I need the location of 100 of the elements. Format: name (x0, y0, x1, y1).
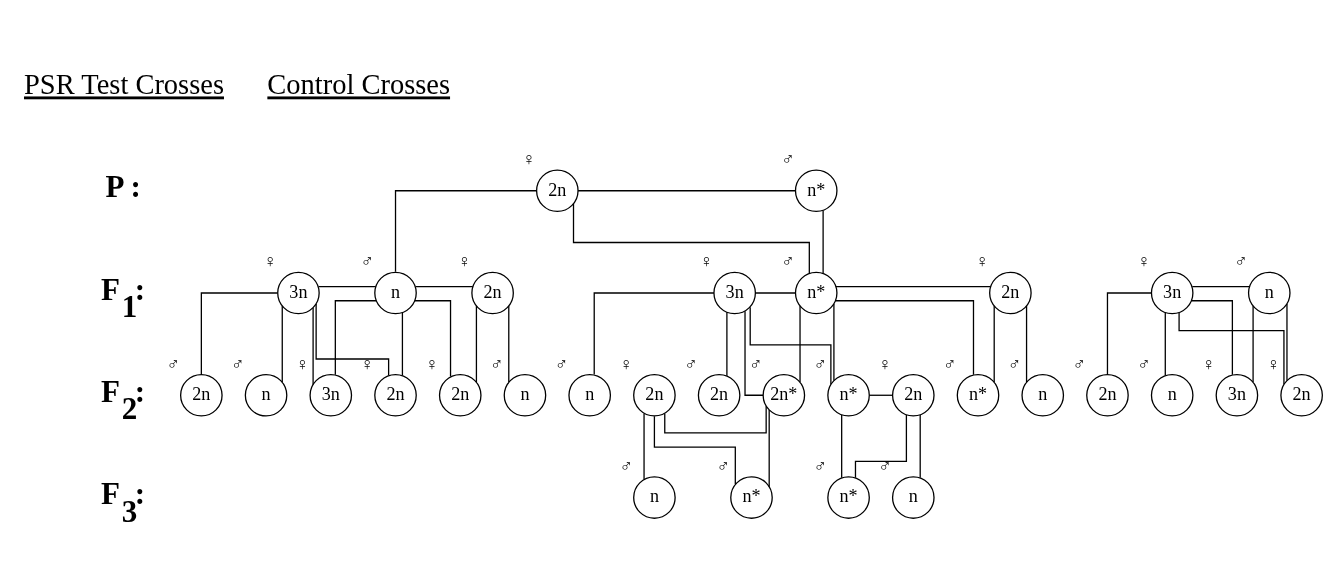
node-label: ♂ (231, 353, 245, 374)
connector (508, 304, 510, 383)
node-circle: 2n (989, 271, 1032, 314)
node-circle: n (374, 271, 417, 314)
connector (834, 299, 975, 375)
node-circle: 2n (180, 373, 223, 417)
connector (334, 299, 377, 375)
node-circle: n (1150, 373, 1194, 417)
node-circle: n (244, 373, 288, 417)
connector (200, 291, 279, 375)
node-label: ♂ (716, 455, 731, 476)
node-label: ♀ (1266, 353, 1281, 374)
connector (799, 304, 801, 383)
connector (749, 306, 832, 385)
node-circle: n* (794, 168, 838, 212)
node-label: ♂ (1137, 353, 1151, 374)
connector (317, 285, 377, 287)
node-label: ♀ (699, 250, 714, 271)
label: PSR Test Crosses (24, 68, 224, 100)
node-label: ♀ (360, 353, 375, 374)
connector (475, 304, 478, 383)
connector (744, 310, 764, 396)
node-label: ♂ (781, 148, 795, 169)
node-circle: 2n (633, 373, 676, 417)
connector (1164, 311, 1166, 376)
connector (1106, 291, 1152, 375)
connector (835, 285, 992, 287)
node-label: ♀ (975, 250, 990, 271)
node-label: ♂ (619, 455, 634, 476)
connector (919, 413, 921, 478)
connector (572, 202, 810, 274)
node-label: ♀ (457, 250, 472, 271)
node-circle: n (633, 475, 676, 519)
node-circle: n (1021, 373, 1065, 417)
node-circle: 3n (1215, 373, 1259, 417)
node-label: ♂ (748, 353, 763, 374)
connector (394, 189, 538, 272)
node-label: ♂ (781, 250, 795, 271)
node-circle: 2n (438, 373, 482, 417)
connector (854, 413, 908, 478)
node-circle: 2n* (762, 373, 806, 417)
node-label: ♀ (425, 353, 439, 374)
connector (401, 311, 404, 376)
node-label: ♂ (1234, 250, 1248, 271)
connector (822, 209, 824, 274)
label: Control Crosses (267, 68, 451, 100)
connector (768, 408, 770, 487)
connector (833, 302, 835, 381)
node-circle: 2n (891, 373, 935, 417)
node-label: ♂ (813, 455, 828, 476)
node-label: ♂ (878, 455, 892, 476)
node-circle: n (568, 373, 612, 417)
node-label: ♂ (490, 353, 504, 374)
connector (755, 291, 796, 294)
node-label: ♀ (263, 250, 278, 271)
connector (1191, 285, 1251, 287)
node-label: ♂ (684, 353, 698, 374)
node-circle: 2n (374, 373, 417, 417)
connector (653, 415, 736, 485)
node-label: ♂ (166, 353, 180, 374)
node-label: ♀ (1137, 250, 1151, 271)
node-circle: n* (827, 475, 870, 519)
node-circle: n* (730, 475, 773, 519)
connector (1190, 299, 1234, 375)
node-label: ♀ (878, 353, 892, 374)
node-circle: 2n (1280, 373, 1323, 417)
node-circle: n (891, 475, 935, 519)
connector (1252, 304, 1254, 383)
connector (664, 405, 767, 433)
node-circle: 2n (697, 373, 741, 417)
connector (315, 302, 390, 376)
node-label: ♂ (554, 353, 569, 374)
node-circle: 3n (1150, 271, 1194, 314)
node-circle: 2n (1086, 373, 1129, 417)
node-label: ♂ (1007, 353, 1022, 374)
connector (726, 311, 728, 376)
connector (415, 285, 474, 287)
node-circle: 2n (471, 271, 514, 314)
node-label: ♂ (943, 353, 957, 374)
connector (643, 412, 645, 480)
connector (593, 291, 715, 375)
node-label: ♀ (1201, 353, 1216, 374)
connector (1178, 311, 1285, 385)
node-label: ♀ (295, 353, 310, 374)
node-circle: n* (827, 373, 870, 417)
node-label: ♂ (360, 250, 375, 271)
node-circle: n (503, 373, 547, 417)
node-label: ♂ (1072, 353, 1087, 374)
connector (1025, 304, 1028, 383)
node-circle: n* (956, 373, 1000, 417)
connector (577, 189, 796, 191)
node-circle: 2n (535, 168, 579, 212)
connector (414, 299, 452, 377)
connector (868, 394, 894, 396)
node-circle: 3n (277, 271, 320, 314)
connector (281, 304, 283, 383)
node-circle: 3n (713, 271, 757, 314)
label: P : (105, 168, 141, 204)
node-label: ♂ (813, 353, 828, 374)
node-label: ♀ (522, 148, 536, 169)
